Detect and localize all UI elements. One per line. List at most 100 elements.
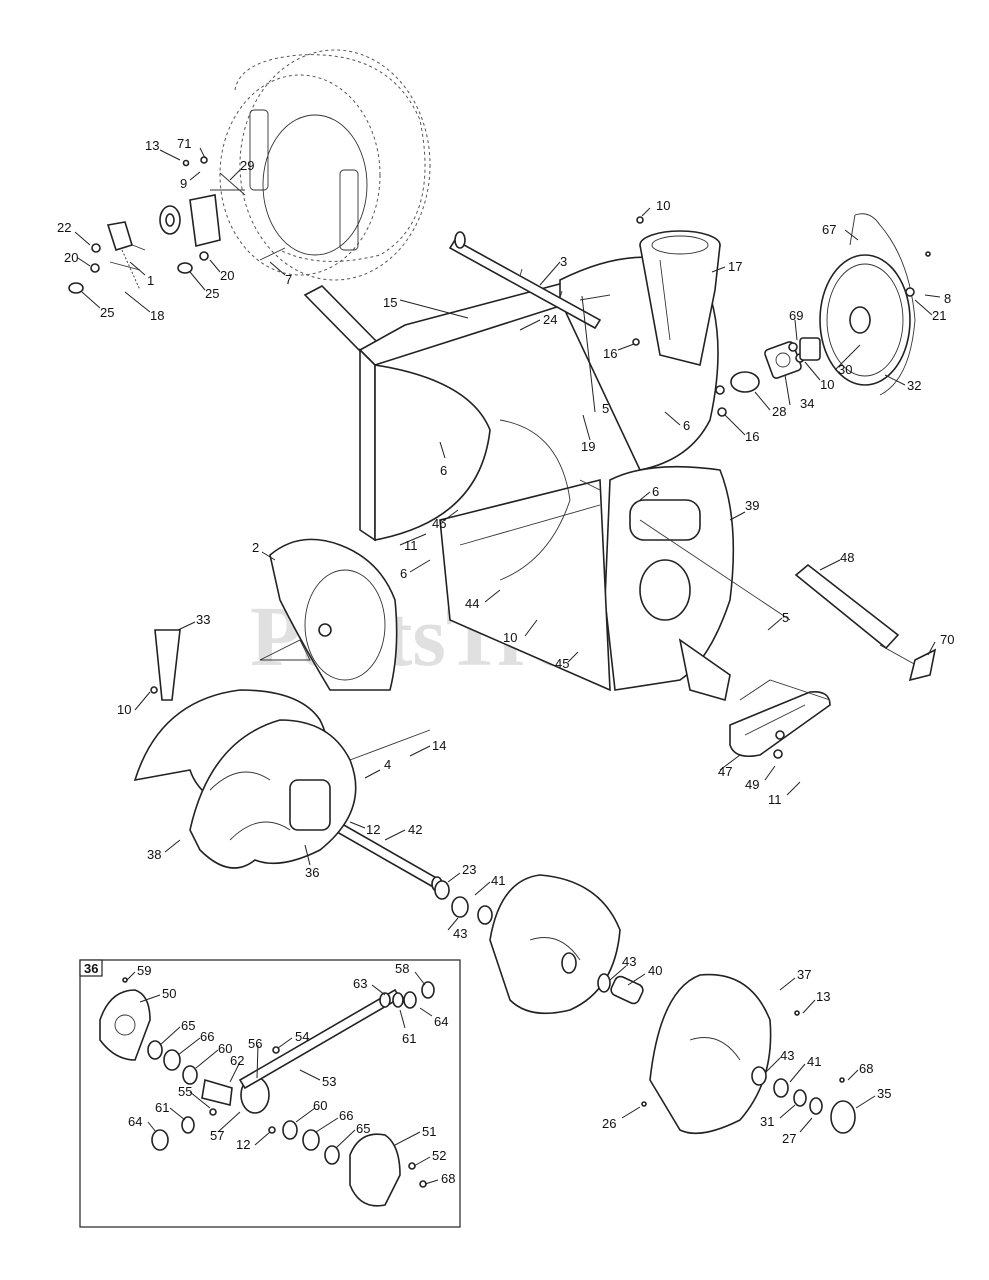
label-10: 10 [656, 198, 670, 213]
label-68: 68 [859, 1061, 873, 1076]
label-11: 11 [768, 792, 782, 807]
label-65: 65 [181, 1018, 195, 1033]
auger-housing [303, 256, 791, 702]
label-63: 63 [353, 976, 367, 991]
label-44: 44 [465, 596, 479, 611]
label-34: 34 [800, 396, 814, 411]
label-17: 17 [728, 259, 742, 274]
label-5: 5 [602, 401, 609, 416]
label-60: 60 [313, 1098, 327, 1113]
label-61: 61 [402, 1031, 416, 1046]
label-57: 57 [210, 1128, 224, 1143]
label-16: 16 [745, 429, 759, 444]
label-70: 70 [940, 632, 954, 647]
label-25: 25 [100, 305, 114, 320]
discharge-chute [639, 230, 721, 366]
label-10: 10 [117, 702, 131, 717]
label-55: 55 [178, 1084, 192, 1099]
label-3: 3 [560, 254, 567, 269]
label-60: 60 [218, 1041, 232, 1056]
hub-parts [68, 156, 286, 294]
label-43: 43 [780, 1048, 794, 1063]
label-12: 12 [236, 1137, 250, 1152]
label-10: 10 [503, 630, 517, 645]
label-20: 20 [220, 268, 234, 283]
label-64: 64 [434, 1014, 448, 1029]
drive-shaft [448, 231, 602, 330]
label-46: 46 [432, 516, 446, 531]
label-54: 54 [295, 1029, 309, 1044]
label-2: 2 [252, 540, 259, 555]
label-65: 65 [356, 1121, 370, 1136]
label-53: 53 [322, 1074, 336, 1089]
label-16: 16 [603, 346, 617, 361]
label-15: 15 [383, 295, 397, 310]
label-1: 1 [147, 273, 154, 288]
label-31: 31 [760, 1114, 774, 1129]
impeller [259, 538, 398, 691]
auger-right [434, 874, 856, 1135]
label-28: 28 [772, 404, 786, 419]
label-5: 5 [782, 610, 789, 625]
label-41: 41 [807, 1054, 821, 1069]
label-41: 41 [491, 873, 505, 888]
label-71: 71 [177, 136, 191, 151]
label-35: 35 [877, 1086, 891, 1101]
label-24: 24 [543, 312, 557, 327]
label-13: 13 [145, 138, 159, 153]
label-32: 32 [907, 378, 921, 393]
label-6: 6 [400, 566, 407, 581]
inset-label-36: 36 [84, 961, 98, 976]
label-68: 68 [441, 1171, 455, 1186]
label-6: 6 [683, 418, 690, 433]
label-7: 7 [285, 272, 292, 287]
label-13: 13 [816, 989, 830, 1004]
label-66: 66 [339, 1108, 353, 1123]
label-52: 52 [432, 1148, 446, 1163]
label-18: 18 [150, 308, 164, 323]
label-47: 47 [718, 764, 732, 779]
label-8: 8 [944, 291, 951, 306]
label-64: 64 [128, 1114, 142, 1129]
label-30: 30 [838, 362, 852, 377]
label-61: 61 [155, 1100, 169, 1115]
label-49: 49 [745, 777, 759, 792]
skid-47 [729, 679, 831, 759]
label-38: 38 [147, 847, 161, 862]
label-10: 10 [820, 377, 834, 392]
label-6: 6 [440, 463, 447, 478]
label-69: 69 [789, 308, 803, 323]
label-59: 59 [137, 963, 151, 978]
label-66: 66 [200, 1029, 214, 1044]
label-26: 26 [602, 1116, 616, 1131]
wheel-outline [219, 49, 431, 281]
label-43: 43 [622, 954, 636, 969]
label-36: 36 [305, 865, 319, 880]
label-4: 4 [384, 757, 391, 772]
label-22: 22 [57, 220, 71, 235]
label-39: 39 [745, 498, 759, 513]
leader-lines [74, 147, 941, 1185]
label-50: 50 [162, 986, 176, 1001]
label-37: 37 [797, 967, 811, 982]
label-33: 33 [196, 612, 210, 627]
label-6: 6 [652, 484, 659, 499]
label-12: 12 [366, 822, 380, 837]
label-23: 23 [462, 862, 476, 877]
label-25: 25 [205, 286, 219, 301]
label-14: 14 [432, 738, 446, 753]
label-45: 45 [555, 656, 569, 671]
label-42: 42 [408, 822, 422, 837]
label-20: 20 [64, 250, 78, 265]
label-9: 9 [180, 176, 187, 191]
part-labels: 13 71 9 29 22 20 1 25 18 20 25 7 10 17 3… [57, 136, 954, 1186]
gearbox-inset [79, 959, 461, 1228]
label-19: 19 [581, 439, 595, 454]
auger-left [133, 689, 357, 869]
label-29: 29 [240, 158, 254, 173]
label-40: 40 [648, 963, 662, 978]
label-43: 43 [453, 926, 467, 941]
label-56: 56 [248, 1036, 262, 1051]
skid-shoe-48 [794, 563, 937, 682]
